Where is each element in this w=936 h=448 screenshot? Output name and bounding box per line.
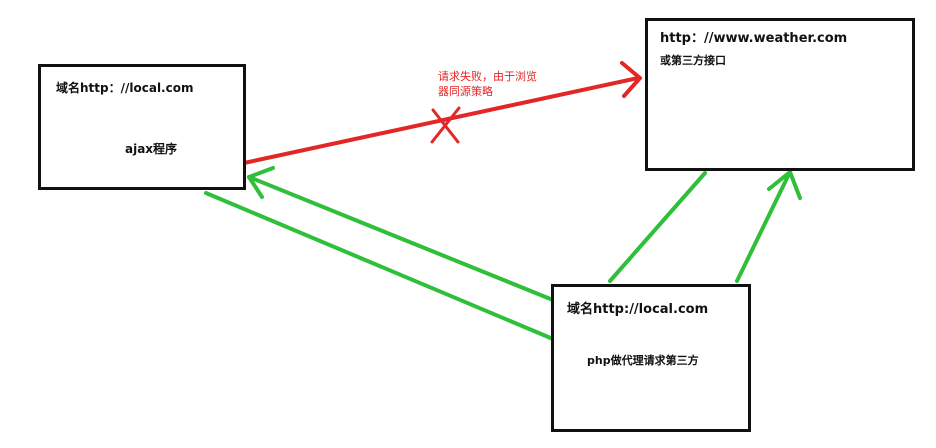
weather-to-php-arrow-line [735,170,792,283]
weather-api-box [645,18,915,171]
failure-cross-mark-b [430,106,461,144]
weather-box-url-label: http：//www.weather.com [660,31,848,46]
ajax-to-php-arrow-line [204,191,555,341]
php-to-weather-line [608,171,707,283]
ajax-client-box [38,64,246,190]
weather-box-third-party-label: 或第三方接口 [660,54,726,67]
failure-annotation: 请求失败，由于浏览 器同源策略 [438,69,558,99]
php-box-domain-label: 域名http://local.com [567,302,709,317]
weather-to-php-arrowhead [767,170,802,200]
php-to-ajax-arrow-line [247,175,555,302]
failure-annotation-line1: 请求失败，由于浏览 [438,70,537,83]
php-proxy-box [551,284,751,432]
failure-annotation-line2: 器同源策略 [438,85,493,98]
php-box-proxy-label: php做代理请求第三方 [587,354,699,367]
ajax-box-domain-label: 域名http：//local.com [56,81,194,95]
ajax-box-program-label: ajax程序 [125,142,178,156]
php-to-ajax-arrowhead [247,166,275,199]
failed-request-arrowhead [620,61,642,98]
